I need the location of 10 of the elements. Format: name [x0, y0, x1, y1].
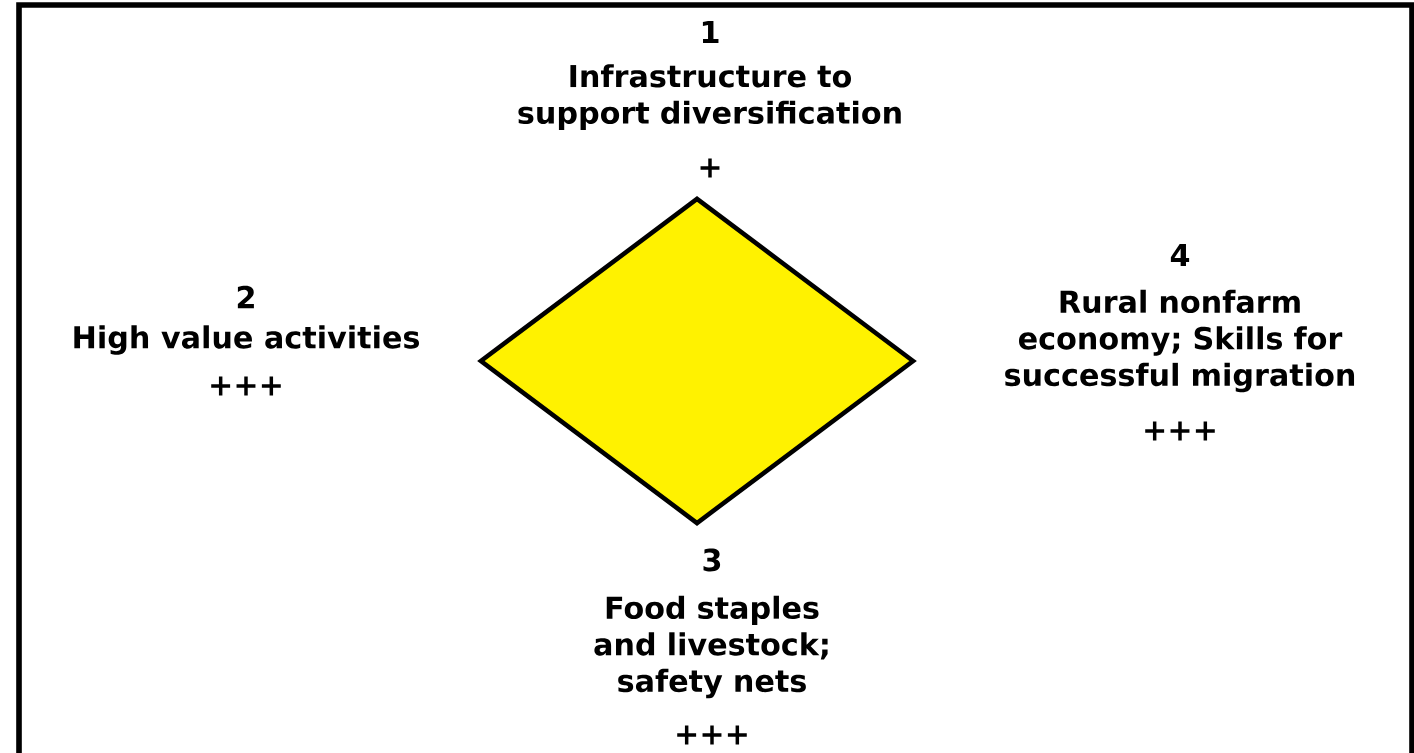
rating-text: +++ [211, 376, 281, 396]
callout-number: 2 [237, 285, 254, 309]
heading-text: Food staples and livestock; safety nets [594, 595, 828, 699]
heading-text: High value activities [74, 325, 419, 355]
callout-number: 1 [702, 21, 719, 43]
rating-text: +++ [1145, 421, 1215, 441]
heading-text: Infrastructure to support diversification [518, 64, 901, 130]
heading-text: Rural nonfarm economy; Skills for successful migration [1005, 289, 1355, 393]
rating-text: +++ [677, 725, 747, 745]
callout-number: 4 [1170, 244, 1190, 266]
